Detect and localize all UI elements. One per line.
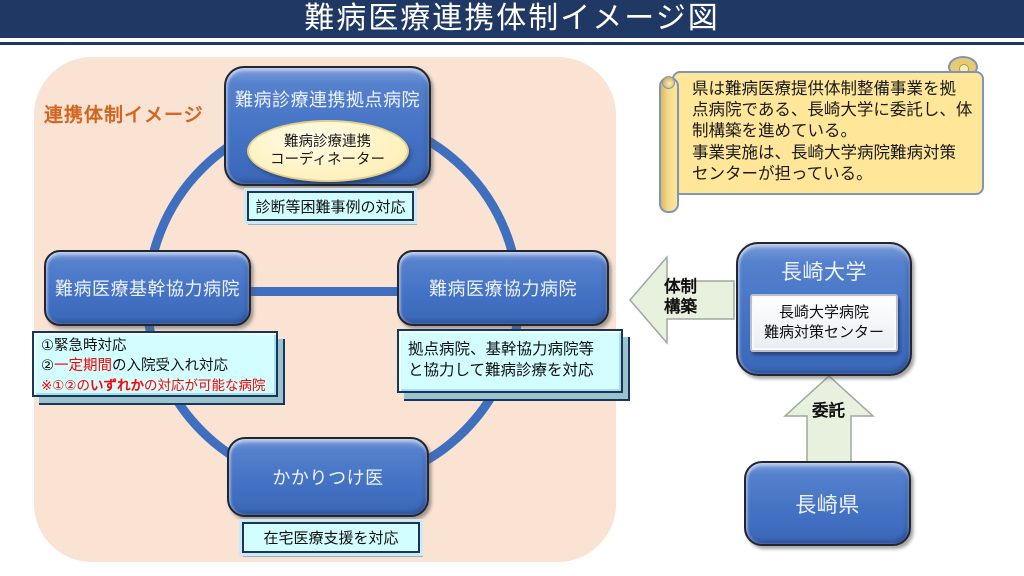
prefecture-label: 長崎県 <box>795 493 860 517</box>
coordinator-label-line2: コーディネーター <box>270 152 385 168</box>
scroll-note-text: 県は難病医療提供体制整備事業を拠 点病院である、長崎大学に委託し、体 制構築を進… <box>692 79 980 185</box>
disease-center-box: 長崎大学病院 難病対策センター <box>750 294 898 352</box>
arrow-left-icon <box>629 254 735 346</box>
university-label: 長崎大学 <box>781 261 867 284</box>
scroll-note-line4: 事業実施は、長崎大学病院難病対策 <box>692 143 956 162</box>
page-title: 難病医療連携体制イメージ図 <box>304 2 720 35</box>
core-note-line3-c: の対応が可能な病院 <box>144 378 266 393</box>
hub-note-box: 診断等困難事例の対応 <box>247 191 414 221</box>
core-note-line3-a: ※①②の <box>41 378 91 393</box>
header-rule <box>0 42 1024 45</box>
hub-hospital-label: 難病診療連携拠点病院 <box>235 90 420 110</box>
build-arrow-label: 体制 構築 <box>664 277 697 317</box>
family-note-text: 在宅医療支援を対応 <box>263 530 399 547</box>
coop-hospital-label: 難病医療協力病院 <box>429 279 577 299</box>
university-box: 長崎大学 長崎大学病院 難病対策センター <box>736 242 912 376</box>
core-note-line2-b: 一定期間 <box>54 357 112 374</box>
build-arrow-label-line2: 構築 <box>664 298 697 317</box>
disease-center-label-line2: 難病対策センター <box>763 324 884 341</box>
prefecture-box: 長崎県 <box>744 461 911 546</box>
coop-note-line2: と協力して難病診療を対応 <box>408 362 594 379</box>
scroll-roll-curl-icon <box>662 76 675 89</box>
core-note-line1: ①緊急時対応 <box>41 338 127 354</box>
coordinator-label-line1: 難病診療連携 <box>284 133 371 150</box>
core-note-box: ①緊急時対応 ②一定期間の入院受入れ対応 ※①②のいずれかの対応が可能な病院 <box>32 331 278 397</box>
hub-note-text: 診断等困難事例の対応 <box>255 198 406 216</box>
core-note-line3-b: いずれか <box>90 378 145 393</box>
coordinator-ellipse: 難病診療連携 コーディネーター <box>246 120 409 182</box>
coop-note-box: 拠点病院、基幹協力病院等 と協力して難病診療を対応 <box>397 329 623 393</box>
disease-center-label-line1: 長崎大学病院 <box>778 303 869 321</box>
entrust-arrow-label: 委託 <box>812 402 845 420</box>
build-arrow-label-line1: 体制 <box>664 278 697 296</box>
scroll-note-line5: センターが担っている。 <box>692 164 873 183</box>
family-doctor-box: かかりつけ医 <box>227 437 429 517</box>
family-note-box: 在宅医療支援を対応 <box>242 522 420 553</box>
core-note-line2: ②一定期間の入院受入れ対応 <box>41 357 276 377</box>
scroll-note-line2: 点病院である、長崎大学に委託し、体 <box>692 101 973 120</box>
core-note-line3: ※①②のいずれかの対応が可能な病院 <box>41 376 276 396</box>
scroll-note-line3: 制構築を進めている。 <box>692 122 857 141</box>
core-note-line2-c: の入院受入れ対応 <box>112 357 228 374</box>
family-doctor-label: かかりつけ医 <box>272 468 384 488</box>
coop-note-line1: 拠点病院、基幹協力病院等 <box>408 341 595 358</box>
scroll-roll-edge <box>659 77 679 213</box>
coop-hospital-box: 難病医療協力病院 <box>397 250 609 326</box>
core-hospital-box: 難病医療基幹協力病院 <box>44 250 251 326</box>
header-bar: 難病医療連携体制イメージ図 <box>0 0 1024 38</box>
core-hospital-label: 難病医療基幹協力病院 <box>55 279 240 299</box>
hub-hospital-box: 難病診療連携拠点病院 難病診療連携 コーディネーター <box>224 66 431 186</box>
scroll-note-line1: 県は難病医療提供体制整備事業を拠 <box>692 80 956 98</box>
core-note-line2-a: ② <box>41 357 54 374</box>
panel-label: 連携体制イメージ <box>44 105 204 126</box>
connector-line <box>180 287 460 296</box>
